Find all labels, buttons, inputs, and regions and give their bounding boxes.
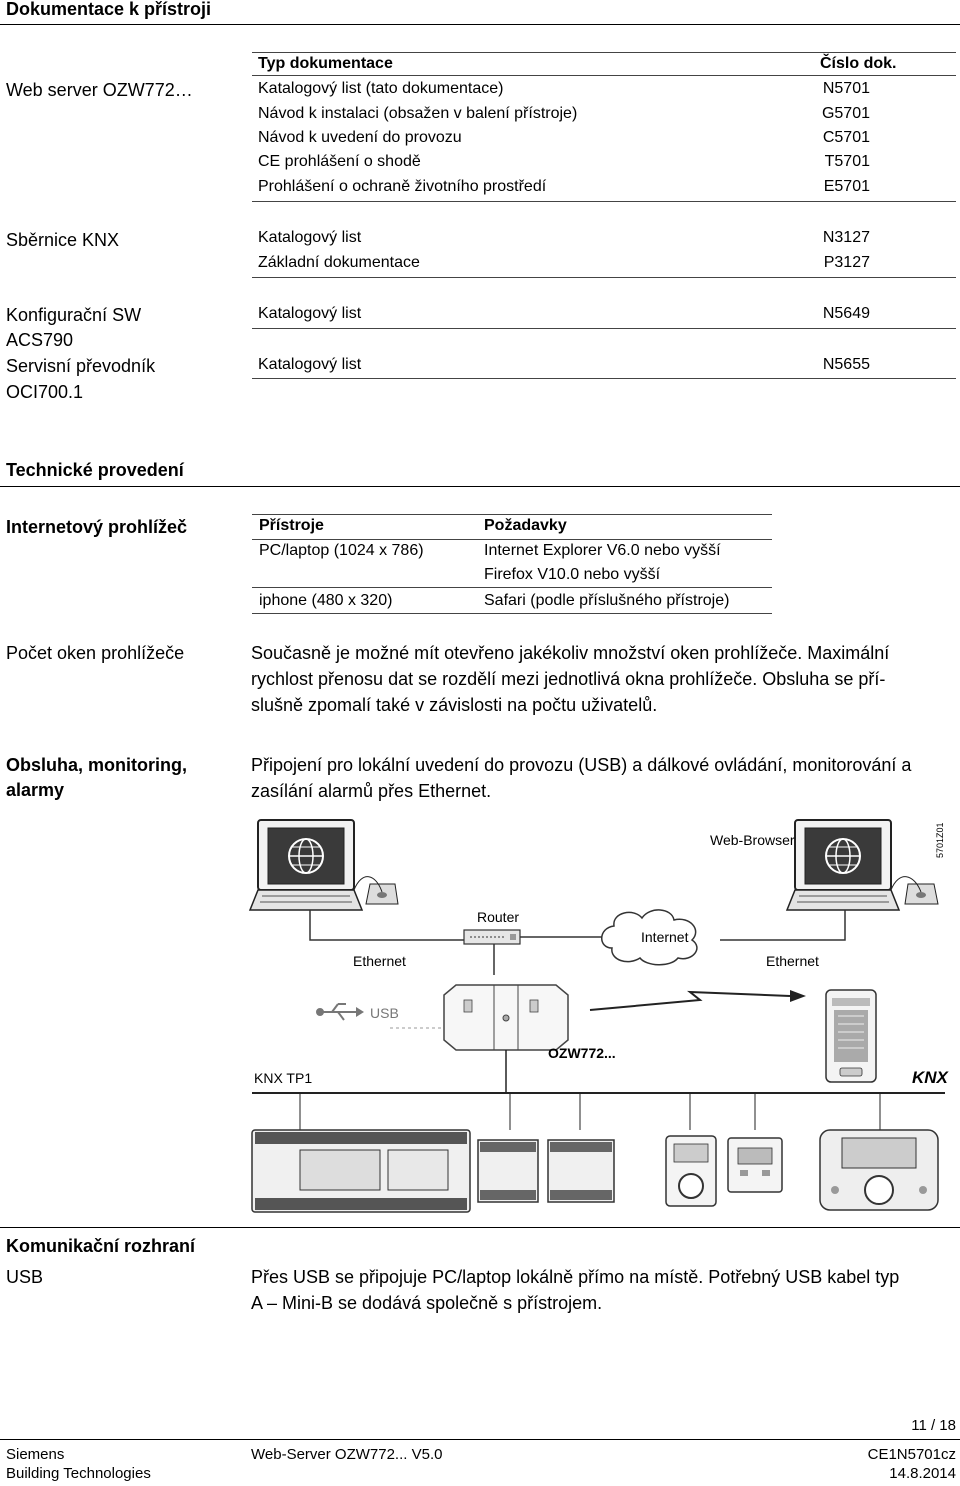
- network-diagram: Web-Browser 5701Z01 Router Ethernet Ethe…: [248, 819, 950, 1213]
- sw-label-line: ACS790: [6, 330, 74, 350]
- usb-icon: [316, 1003, 364, 1021]
- sw-table-rule: [252, 378, 956, 379]
- internet-cloud-icon: [601, 909, 698, 966]
- sw-label-line: Servisní převodník: [6, 356, 156, 376]
- sw-table-rule: [252, 328, 956, 329]
- ops-text-line: Připojení pro lokální uvedení do provozu…: [251, 755, 912, 775]
- ethernet-label-left: Ethernet: [353, 953, 406, 969]
- col-header-devices: Přístroje: [259, 517, 324, 534]
- io-module-icon: [547, 1139, 615, 1203]
- sw-label-line: Konfigurační SW: [6, 305, 142, 325]
- ethernet-label-right: Ethernet: [766, 953, 819, 969]
- browser-table-header-rule: [252, 539, 772, 540]
- footer-doc-id: CE1N5701cz: [867, 1446, 956, 1463]
- operator-unit-icon: [819, 1129, 939, 1211]
- doc-table-header-rule: [252, 75, 956, 76]
- router-icon: [463, 929, 521, 945]
- doc-row-no: N5701: [822, 80, 870, 97]
- usb-label: USB: [370, 1005, 399, 1021]
- knx-logo: KNX: [912, 1068, 950, 1087]
- smartphone-icon: [825, 989, 877, 1083]
- ethernet-lines: [309, 910, 846, 975]
- doc-row-no: C5701: [822, 129, 870, 146]
- browser-device: iphone (480 x 320): [259, 592, 393, 609]
- sw-row-type: Katalogový list: [258, 356, 362, 373]
- windows-text-line: rychlost přenosu dat se rozdělí mezi jed…: [251, 669, 886, 689]
- col-header-type: Typ dokumentace: [258, 55, 393, 72]
- col-header-no: Číslo dok.: [820, 55, 897, 72]
- usb-text-line: A – Mini-B se dodává společně s přístroj…: [251, 1293, 603, 1313]
- knx-label: Sběrnice KNX: [6, 230, 120, 250]
- windows-text-line: Současně je možné mít otevřeno jakékoliv…: [251, 643, 890, 663]
- knx-row-no: P3127: [823, 254, 870, 271]
- ops-text-line: zasílání alarmů přes Ethernet.: [251, 781, 492, 801]
- windows-label: Počet oken prohlížeče: [6, 643, 185, 663]
- footer-date: 14.8.2014: [889, 1465, 956, 1482]
- ozw-label: OZW772...: [548, 1045, 616, 1061]
- browser-label: Internetový prohlížeč: [6, 517, 188, 537]
- ops-label-line: alarmy: [6, 780, 65, 800]
- ops-label-line: Obsluha, monitoring,: [6, 755, 187, 775]
- comm-title: Komunikační rozhraní: [6, 1236, 196, 1256]
- browser-req: Safari (podle příslušného přístroje): [484, 592, 730, 609]
- io-module-icon: [477, 1139, 539, 1203]
- ozw-device-icon: [443, 984, 569, 1051]
- comm-rule: [0, 1227, 960, 1228]
- sw-row-type: Katalogový list: [258, 305, 362, 322]
- sw-row-no: N5649: [822, 305, 870, 322]
- footer-division: Building Technologies: [6, 1465, 151, 1482]
- router-label: Router: [477, 909, 519, 925]
- figure-id-label: 5701Z01: [935, 822, 945, 858]
- footer-rule: [0, 1439, 960, 1440]
- browser-req: Firefox V10.0 nebo vyšší: [484, 566, 661, 583]
- browser-table-bottom-rule: [252, 613, 772, 614]
- doc-row-type: Návod k uvedení do provozu: [258, 129, 462, 146]
- usb-text-line: Přes USB se připojuje PC/laptop lokálně …: [251, 1267, 900, 1287]
- footer-company: Siemens: [6, 1446, 65, 1463]
- wireless-link-icon: [589, 990, 791, 1011]
- sw-row-no: N5655: [822, 356, 870, 373]
- laptop-icon-right: [785, 819, 939, 911]
- browser-device: PC/laptop (1024 x 786): [259, 542, 424, 559]
- knx-table-rule: [252, 277, 956, 278]
- laptop-icon-left: [248, 819, 399, 911]
- doc-row-no: E5701: [823, 178, 870, 195]
- browser-req: Internet Explorer V6.0 nebo vyšší: [484, 542, 721, 559]
- tech-rule: [0, 486, 960, 487]
- browser-table-top-rule: [252, 514, 772, 515]
- footer-product: Web-Server OZW772... V5.0: [251, 1446, 443, 1463]
- tech-title: Technické provedení: [6, 460, 184, 480]
- knx-row-type: Základní dokumentace: [258, 254, 420, 271]
- doc-row-no: T5701: [824, 153, 870, 170]
- web-browser-label: Web-Browser: [710, 832, 795, 848]
- device-label: Web server OZW772…: [6, 80, 193, 100]
- knx-row-no: N3127: [822, 229, 870, 246]
- internet-label: Internet: [641, 929, 689, 945]
- page-number: 11 / 18: [911, 1417, 956, 1434]
- doc-row-type: CE prohlášení o shodě: [258, 153, 421, 170]
- doc-table-top-rule: [252, 52, 956, 53]
- doc-row-type: Návod k instalaci (obsažen v balení přís…: [258, 105, 578, 122]
- windows-text-line: slušně zpomalí také v závislosti na počt…: [251, 695, 658, 715]
- controller-device-icon: [251, 1129, 471, 1213]
- doc-row-no: G5701: [821, 105, 870, 122]
- browser-row-rule: [252, 587, 772, 588]
- knx-tp1-label: KNX TP1: [254, 1070, 312, 1086]
- header-rule: [0, 24, 960, 25]
- usb-interface-label: USB: [6, 1267, 44, 1287]
- doc-row-type: Prohlášení o ochraně životního prostředí: [258, 178, 547, 195]
- page-title: Dokumentace k přístroji: [6, 0, 212, 19]
- room-unit-icon: [727, 1137, 783, 1193]
- col-header-requirements: Požadavky: [484, 517, 567, 534]
- doc-row-type: Katalogový list (tato dokumentace): [258, 80, 504, 97]
- sw-label-line: OCI700.1: [6, 382, 84, 402]
- doc-table-bottom-rule: [252, 201, 956, 202]
- room-unit-icon: [665, 1135, 717, 1207]
- knx-row-type: Katalogový list: [258, 229, 362, 246]
